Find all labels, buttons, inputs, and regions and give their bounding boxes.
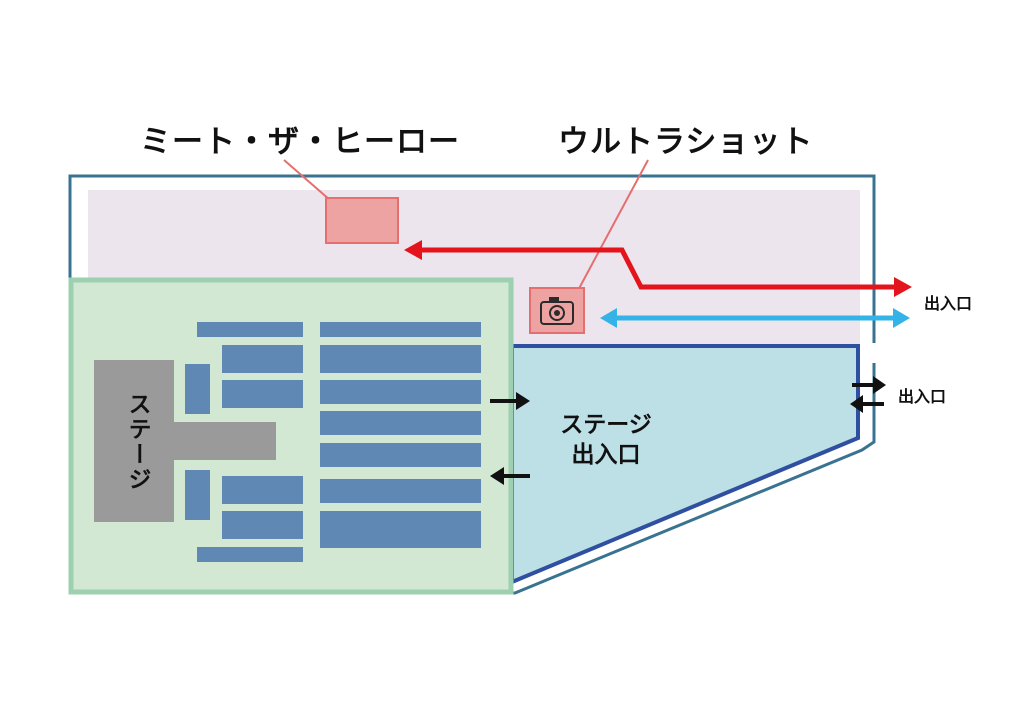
seat-block — [320, 443, 481, 467]
stage — [94, 360, 276, 522]
seat-block — [185, 364, 210, 414]
red-route-line — [413, 247, 896, 290]
seat-block — [197, 547, 303, 562]
seat-block — [320, 411, 481, 435]
stage-entrance-label-line2: 出入口 — [571, 442, 641, 468]
stage-entrance-label: ステージ 出入口 — [550, 410, 662, 470]
seat-block — [320, 322, 481, 337]
stage-entrance-label-line1: ステージ — [560, 412, 652, 438]
seat-block — [320, 479, 481, 503]
right-entrance-gap — [868, 343, 932, 363]
red-route-arrowhead-right — [894, 277, 912, 297]
entrance-right-label: 出入口 — [898, 387, 947, 406]
seating-blocks — [185, 322, 481, 562]
ultra-shot-booth — [529, 287, 585, 334]
seat-block — [222, 345, 303, 373]
seat-block — [222, 476, 303, 504]
seat-block — [222, 380, 303, 408]
right-entrance-arrows — [850, 376, 886, 413]
seat-block — [320, 345, 481, 373]
meet-the-hero-label: ミート・ザ・ヒーロー — [140, 124, 460, 160]
seat-block — [197, 322, 303, 337]
seat-block — [320, 511, 481, 548]
blue-route-arrowhead-left — [600, 308, 617, 328]
seat-block — [185, 470, 210, 520]
red-route-arrowhead-left — [404, 240, 422, 260]
seat-block — [320, 380, 481, 404]
camera-icon — [540, 297, 574, 325]
blue-route-arrowhead-right — [893, 308, 910, 328]
entrance-top-label: 出入口 — [924, 294, 973, 313]
ultra-shot-label: ウルトラショット — [558, 124, 814, 160]
meet-hero-leader-line — [283, 159, 331, 201]
ultra-shot-leader-line — [574, 159, 649, 297]
meet-hero-booth — [325, 197, 399, 244]
stage-label: ステージ — [124, 392, 150, 492]
stage-entrance-arrows — [490, 392, 530, 485]
seat-block — [222, 511, 303, 539]
